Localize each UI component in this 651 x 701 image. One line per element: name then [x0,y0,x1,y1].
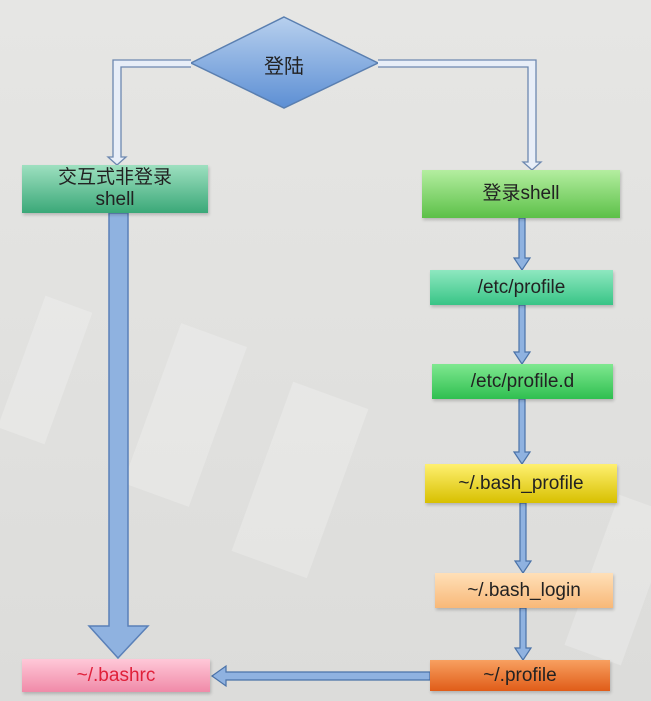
non-login-shell-box: 交互式非登录 shell [22,165,208,213]
non-login-line1: 交互式非登录 [57,167,172,188]
bash-profile-box: ~/.bash_profile [425,464,617,503]
big-arrow-down [87,212,150,660]
bash-profile-label: ~/.bash_profile [458,472,584,494]
etc-profile-label: /etc/profile [477,276,566,298]
bash-login-label: ~/.bash_login [467,579,581,601]
bashrc-label: ~/.bashrc [76,664,156,686]
bash-login-box: ~/.bash_login [435,573,613,608]
chain-arrow [513,502,533,575]
etc-profile-d-label: /etc/profile.d [470,370,575,392]
non-login-line2: shell [95,189,135,210]
decision-label: 登陆 [264,56,304,78]
branch-arrow-left [106,59,191,166]
chain-arrow [512,304,532,366]
etc-profile-box: /etc/profile [430,270,613,305]
profile-box: ~/.profile [430,660,610,691]
chain-arrow [513,607,533,662]
login-shell-label: 登录shell [482,183,560,204]
profile-label: ~/.profile [483,664,557,686]
bashrc-box: ~/.bashrc [22,659,210,692]
chain-arrow [512,217,532,272]
login-shell-box: 登录shell [422,170,620,218]
branch-arrow-right [378,59,543,171]
chain-arrow [512,398,532,466]
etc-profile-d-box: /etc/profile.d [432,364,613,399]
decision-diamond [189,16,380,109]
arrow-left-to-bashrc [210,664,431,688]
